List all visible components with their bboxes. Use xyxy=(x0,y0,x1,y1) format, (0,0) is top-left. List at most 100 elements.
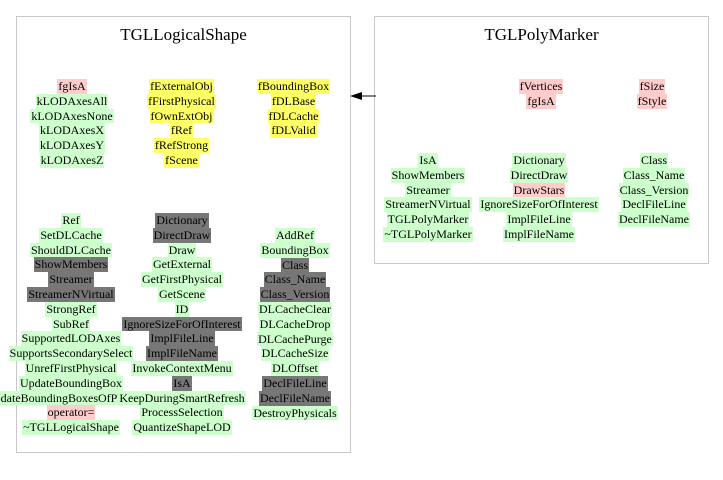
method-label: KeepDuringSmartRefresh xyxy=(118,390,246,406)
method-label: BoundingBox xyxy=(260,242,330,258)
method-label: Class xyxy=(639,153,668,168)
method: Class_Version xyxy=(245,287,345,302)
data-member-label: fOwnExtObj xyxy=(149,108,214,124)
data-member-label: kLODAxesZ xyxy=(39,152,105,168)
method: IgnoreSizeForOfInterest xyxy=(479,197,599,213)
data-member: fRefStrong xyxy=(129,138,234,153)
method-label: StrongRef xyxy=(45,301,97,317)
method-label: DeclFileLine xyxy=(621,197,687,213)
method-label: Class_Version xyxy=(618,182,690,198)
data-member: kLODAxesX xyxy=(22,123,122,139)
method-label: Dictionary xyxy=(155,213,209,228)
data-member-label: fScene xyxy=(164,152,199,168)
data-member: fVertices xyxy=(491,79,591,94)
data-member: fStyle xyxy=(602,93,702,109)
method-label: Streamer xyxy=(405,182,451,198)
method-label: SetDLCache xyxy=(39,227,103,243)
method-label: GetExternal xyxy=(152,257,212,273)
method-label: IsA xyxy=(418,153,438,168)
method-label: UpdateBoundingBox xyxy=(19,375,123,391)
method: ID xyxy=(112,301,252,317)
method: DLCacheSize xyxy=(245,346,345,362)
method: ImplFileName xyxy=(112,346,252,361)
method: ShouldDLCache xyxy=(1,242,141,258)
method-label: DeclFileName xyxy=(618,212,690,227)
method: SubRef xyxy=(1,316,141,332)
data-member: fBoundingBox xyxy=(241,79,346,94)
data-member-label: fgIsA xyxy=(57,79,87,94)
data-member-label: fDLCache xyxy=(267,108,320,124)
data-member: fOwnExtObj xyxy=(129,108,234,124)
method: IsA xyxy=(112,375,252,391)
method: GetFirstPhysical xyxy=(112,272,252,287)
method-label: DLCacheClear xyxy=(258,301,332,317)
method-label: DirectDraw xyxy=(152,227,212,243)
method: DestroyPhysicals xyxy=(245,405,345,421)
method: ~TGLLogicalShape xyxy=(1,420,141,435)
data-member-label: fDLValid xyxy=(270,123,317,139)
method-label: QuantizeShapeLOD xyxy=(132,420,232,435)
method-label: UnrefFirstPhysical xyxy=(24,360,118,376)
method: StreamerNVirtual xyxy=(372,197,484,213)
method-label: SupportsSecondarySelect xyxy=(8,346,134,361)
method-label: ImplFileLine xyxy=(506,212,572,227)
method: GetExternal xyxy=(112,257,252,273)
method: ~TGLPolyMarker xyxy=(372,226,484,242)
data-member-label: kLODAxesAll xyxy=(35,93,109,109)
method: QuantizeShapeLOD xyxy=(112,420,252,435)
method-label: Streamer xyxy=(48,272,94,287)
method: Streamer xyxy=(1,272,141,287)
method: Draw xyxy=(112,242,252,258)
method-label: operator= xyxy=(46,405,96,421)
data-member: fgIsA xyxy=(491,93,591,109)
inheritance-arrow xyxy=(350,92,376,100)
method-label: Class_Name xyxy=(622,167,686,183)
method: DeclFileLine xyxy=(245,375,345,391)
method: UpdateBoundingBoxesOfPhysicals xyxy=(0,390,157,406)
method: IgnoreSizeForOfInterest xyxy=(112,316,252,332)
method: InvokeContextMenu xyxy=(112,360,252,376)
class-title: TGLPolyMarker xyxy=(484,25,599,44)
method-label: SubRef xyxy=(52,316,90,332)
data-member-label: fDLBase xyxy=(270,93,317,109)
method-label: Dictionary xyxy=(512,153,566,168)
data-member-label: kLODAxesX xyxy=(39,123,105,139)
data-member-label: fStyle xyxy=(636,93,668,109)
data-member-label: fFirstPhysical xyxy=(147,93,216,109)
method-label: UpdateBoundingBoxesOfPhysicals xyxy=(0,390,157,406)
data-member: fRef xyxy=(129,123,234,139)
method-label: SupportedLODAxes xyxy=(20,331,122,347)
method-label: Class_Version xyxy=(259,287,331,302)
method-label: AddRef xyxy=(275,228,315,243)
data-member: fScene xyxy=(129,152,234,168)
method-label: ShowMembers xyxy=(33,257,109,273)
method-label: ~TGLLogicalShape xyxy=(22,420,120,435)
method: DLOffset xyxy=(245,361,345,376)
method-label: DrawStars xyxy=(512,182,566,198)
method: SupportsSecondarySelect xyxy=(1,346,141,361)
method-label: Draw xyxy=(167,242,197,258)
data-member: kLODAxesAll xyxy=(22,93,122,109)
method: SupportedLODAxes xyxy=(1,331,141,347)
method: Dictionary xyxy=(480,153,598,168)
method: DeclFileLine xyxy=(604,197,704,213)
method: DeclFileName xyxy=(245,390,345,406)
method-label: GetFirstPhysical xyxy=(141,272,223,287)
method: SetDLCache xyxy=(1,227,141,243)
method: Class xyxy=(604,153,704,168)
data-member-label: kLODAxesNone xyxy=(30,108,114,124)
method-label: ShouldDLCache xyxy=(30,242,112,258)
method: Class_Version xyxy=(604,182,704,198)
data-member: kLODAxesNone xyxy=(22,108,122,124)
method: Dictionary xyxy=(112,213,252,228)
method: Class xyxy=(245,257,345,273)
method: UnrefFirstPhysical xyxy=(1,360,141,376)
method: ImplFileName xyxy=(480,226,598,242)
method: BoundingBox xyxy=(245,242,345,258)
